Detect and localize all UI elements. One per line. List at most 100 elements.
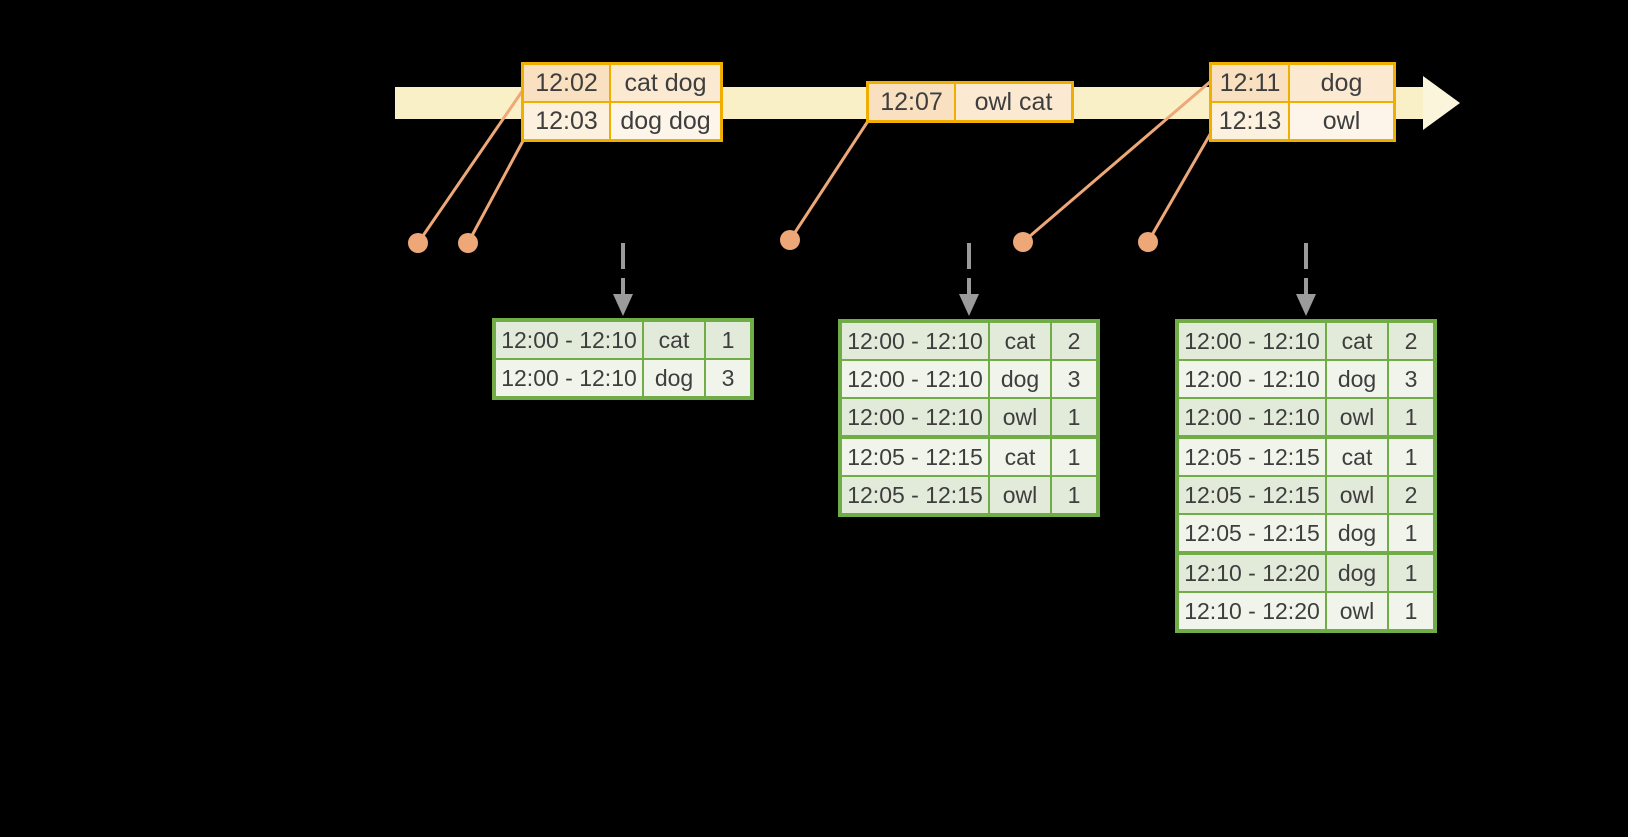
count-cell: 3: [1052, 361, 1096, 397]
table-row: 12:00 - 12:10 owl 1: [1179, 399, 1433, 435]
event-box-3: 12:11 dog 12:13 owl: [1209, 62, 1396, 142]
event-words-cell: cat dog: [611, 65, 720, 101]
event-marker-dot: [408, 233, 428, 253]
count-cell: 1: [706, 322, 750, 358]
result-table-2: 12:00 - 12:10 cat 2 12:00 - 12:10 dog 3 …: [838, 319, 1100, 517]
count-cell: 1: [1389, 399, 1433, 435]
window-cell: 12:00 - 12:10: [842, 361, 988, 397]
event-row: 12:07 owl cat: [869, 84, 1071, 120]
event-words-cell: dog dog: [611, 103, 720, 139]
window-cell: 12:00 - 12:10: [1179, 323, 1325, 359]
word-cell: dog: [1327, 555, 1387, 591]
event-row: 12:11 dog: [1212, 65, 1393, 101]
event-marker-dot: [1138, 232, 1158, 252]
table-row: 12:05 - 12:15 owl 2: [1179, 477, 1433, 513]
word-cell: owl: [990, 399, 1050, 435]
word-cell: cat: [990, 323, 1050, 359]
event-row: 12:02 cat dog: [524, 65, 720, 101]
window-cell: 12:00 - 12:10: [496, 360, 642, 396]
table-row: 12:00 - 12:10 cat 2: [1179, 323, 1433, 359]
event-marker-dot: [458, 233, 478, 253]
table-row: 12:05 - 12:15 owl 1: [842, 477, 1096, 513]
table-row: 12:05 - 12:15 cat 1: [842, 439, 1096, 475]
window-cell: 12:00 - 12:10: [842, 323, 988, 359]
event-time-cell: 12:07: [869, 84, 954, 120]
table-row: 12:10 - 12:20 owl 1: [1179, 593, 1433, 629]
event-connector-lines: [416, 79, 1214, 244]
event-words-cell: owl: [1290, 103, 1393, 139]
event-connector-line: [416, 89, 525, 244]
table-row: 12:05 - 12:15 dog 1: [1179, 515, 1433, 551]
count-cell: 3: [1389, 361, 1433, 397]
down-arrow-icon: [1296, 294, 1316, 316]
window-cell: 12:00 - 12:10: [1179, 361, 1325, 397]
event-box-1: 12:02 cat dog 12:03 dog dog: [521, 62, 723, 142]
window-cell: 12:05 - 12:15: [1179, 477, 1325, 513]
count-cell: 1: [1052, 439, 1096, 475]
window-cell: 12:00 - 12:10: [496, 322, 642, 358]
timeline-arrowhead-icon: [1423, 76, 1460, 130]
event-time-cell: 12:11: [1212, 65, 1288, 101]
event-time-cell: 12:03: [524, 103, 609, 139]
result-table-3: 12:00 - 12:10 cat 2 12:00 - 12:10 dog 3 …: [1175, 319, 1437, 633]
window-cell: 12:05 - 12:15: [842, 477, 988, 513]
table-row: 12:00 - 12:10 dog 3: [1179, 361, 1433, 397]
trigger-arrowheads: [613, 294, 1316, 316]
event-marker-dot: [780, 230, 800, 250]
count-cell: 1: [1389, 515, 1433, 551]
word-cell: owl: [1327, 477, 1387, 513]
event-marker-dots: [408, 230, 1158, 253]
word-cell: owl: [1327, 593, 1387, 629]
word-cell: owl: [990, 477, 1050, 513]
count-cell: 1: [1389, 555, 1433, 591]
event-connector-line: [1022, 79, 1212, 244]
word-cell: cat: [990, 439, 1050, 475]
window-cell: 12:05 - 12:15: [1179, 515, 1325, 551]
table-row: 12:00 - 12:10 cat 1: [496, 322, 750, 358]
window-cell: 12:10 - 12:20: [1179, 593, 1325, 629]
table-row: 12:00 - 12:10 owl 1: [842, 399, 1096, 435]
event-connector-line: [466, 138, 526, 244]
event-row: 12:13 owl: [1212, 103, 1393, 139]
word-cell: cat: [644, 322, 704, 358]
count-cell: 2: [1389, 323, 1433, 359]
count-cell: 2: [1389, 477, 1433, 513]
event-box-2: 12:07 owl cat: [866, 81, 1074, 123]
word-cell: dog: [1327, 515, 1387, 551]
table-row: 12:05 - 12:15 cat 1: [1179, 439, 1433, 475]
count-cell: 2: [1052, 323, 1096, 359]
trigger-arrows: [621, 243, 1308, 296]
count-cell: 1: [1389, 593, 1433, 629]
table-row: 12:00 - 12:10 cat 2: [842, 323, 1096, 359]
count-cell: 3: [706, 360, 750, 396]
event-words-cell: owl cat: [956, 84, 1071, 120]
event-words-cell: dog: [1290, 65, 1393, 101]
event-connector-line: [788, 120, 870, 241]
count-cell: 1: [1389, 439, 1433, 475]
word-cell: dog: [1327, 361, 1387, 397]
table-row: 12:00 - 12:10 dog 3: [842, 361, 1096, 397]
word-cell: cat: [1327, 323, 1387, 359]
window-cell: 12:05 - 12:15: [1179, 439, 1325, 475]
window-cell: 12:05 - 12:15: [842, 439, 988, 475]
window-cell: 12:10 - 12:20: [1179, 555, 1325, 591]
event-marker-dot: [1013, 232, 1033, 252]
event-row: 12:03 dog dog: [524, 103, 720, 139]
down-arrow-icon: [959, 294, 979, 316]
count-cell: 1: [1052, 399, 1096, 435]
window-cell: 12:00 - 12:10: [842, 399, 988, 435]
word-cell: dog: [990, 361, 1050, 397]
table-row: 12:00 - 12:10 dog 3: [496, 360, 750, 396]
word-cell: owl: [1327, 399, 1387, 435]
down-arrow-icon: [613, 294, 633, 316]
window-cell: 12:00 - 12:10: [1179, 399, 1325, 435]
word-cell: dog: [644, 360, 704, 396]
event-time-cell: 12:13: [1212, 103, 1288, 139]
result-table-1: 12:00 - 12:10 cat 1 12:00 - 12:10 dog 3: [492, 318, 754, 400]
count-cell: 1: [1052, 477, 1096, 513]
word-cell: cat: [1327, 439, 1387, 475]
event-connector-line: [1146, 130, 1214, 243]
table-row: 12:10 - 12:20 dog 1: [1179, 555, 1433, 591]
